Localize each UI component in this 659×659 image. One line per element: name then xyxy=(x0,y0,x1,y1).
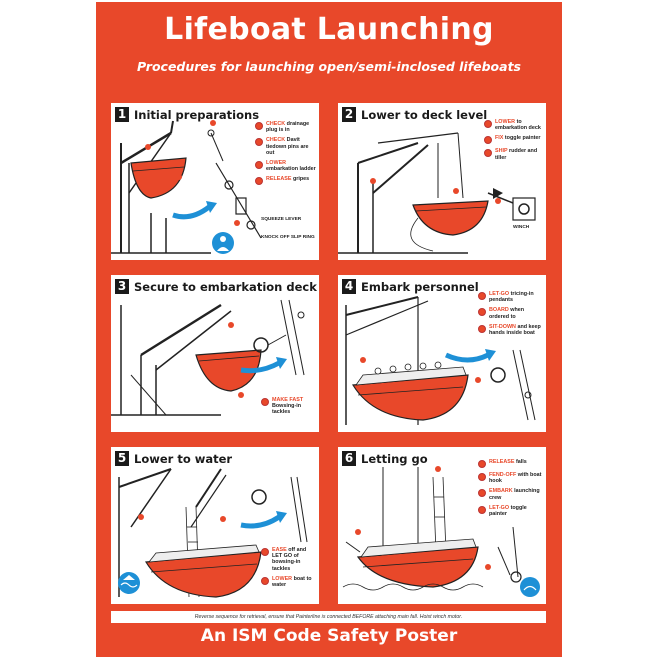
step-item: FEND-OFF with boat hook xyxy=(478,472,544,484)
step-marker-icon xyxy=(255,161,263,170)
poster-subtitle: Procedures for launching open/semi-inclo… xyxy=(137,59,521,74)
step-item: LOWER boat to water xyxy=(261,576,317,588)
step-item: LOWER to embarkation deck xyxy=(484,119,544,131)
step-item: CHECK drainage plug is in xyxy=(255,121,317,133)
safety-poster: Lifeboat Launching Procedures for launch… xyxy=(96,2,562,657)
panel-embark-personnel: 4 Embark personnel LET-GO tricing-in pen… xyxy=(338,275,546,432)
step-item: EASE off and LET GO of bowsing-in tackle… xyxy=(261,547,317,572)
step-marker-icon xyxy=(484,149,492,158)
step-list: LOWER to embarkation deck FIX toggle pai… xyxy=(484,119,544,165)
step-list: LET-GO tricing-in pendants BOARD when or… xyxy=(478,291,544,340)
step-marker-icon xyxy=(255,122,263,130)
step-list: CHECK drainage plug is in CHECK Davit ti… xyxy=(255,121,317,189)
step-list: RELEASE falls FEND-OFF with boat hook EM… xyxy=(478,459,544,521)
step-item: MAKE FAST Bowsing-in tackles xyxy=(261,397,317,416)
poster-title: Lifeboat Launching xyxy=(164,12,494,47)
panel-letting-go: 6 Letting go RELEASE falls FEND-OFF with… xyxy=(338,447,546,604)
step-marker-icon xyxy=(478,505,486,514)
retrieval-footnote: Reverse sequence for retrieval, ensure t… xyxy=(111,611,546,623)
step-item: RELEASE falls xyxy=(478,459,544,468)
embarking-illustration xyxy=(345,296,536,425)
panel-number: 2 xyxy=(342,107,356,122)
panel-initial-preparations: 1 Initial preparations CHECK drainage pl… xyxy=(111,103,319,260)
step-item: LOWER embarkation ladder xyxy=(255,160,317,172)
letting-go-illustration xyxy=(342,466,540,597)
step-marker-icon xyxy=(255,138,263,147)
lowering-to-water-illustration xyxy=(118,468,308,598)
knock-off-slip-ring-label: KNOCK OFF SLIP RING xyxy=(261,235,315,240)
step-marker-icon xyxy=(478,489,486,498)
step-marker-icon xyxy=(261,576,269,585)
panel-lower-to-water: 5 Lower to water EASE off and LET GO of … xyxy=(111,447,319,604)
step-marker-icon xyxy=(478,473,486,481)
panel-secure-embarkation: 3 Secure to embarkation deck MAKE FAST B… xyxy=(111,275,319,432)
step-marker-icon xyxy=(484,120,492,128)
panel-number: 6 xyxy=(342,451,356,466)
squeeze-lever-label: SQUEEZE LEVER xyxy=(261,217,302,222)
step-marker-icon xyxy=(261,548,269,556)
davit-lowering-illustration xyxy=(338,132,536,254)
panel-number: 3 xyxy=(115,279,129,294)
winch-label: WINCH xyxy=(513,225,530,230)
panel-title: Lower to deck level xyxy=(361,107,488,122)
panel-title: Secure to embarkation deck xyxy=(134,279,317,294)
step-item: SHIP rudder and tiller xyxy=(484,148,544,161)
step-list: MAKE FAST Bowsing-in tackles xyxy=(261,397,317,420)
step-item: LET-GO toggle painter xyxy=(478,505,544,517)
panel-title: Letting go xyxy=(361,451,428,466)
panel-number: 1 xyxy=(115,107,129,122)
step-marker-icon xyxy=(478,292,486,300)
step-marker-icon xyxy=(478,460,486,468)
panel-title: Embark personnel xyxy=(361,279,479,294)
davit-illustration xyxy=(111,120,262,254)
step-item: EMBARK launching crew xyxy=(478,488,544,501)
panel-title: Lower to water xyxy=(134,451,233,466)
embarkation-deck-illustration xyxy=(111,299,305,416)
step-item: SIT-DOWN and keep hands inside boat xyxy=(478,324,544,336)
panel-number: 4 xyxy=(342,279,356,294)
step-item: RELEASE gripes xyxy=(255,176,317,186)
panel-title: Initial preparations xyxy=(134,107,260,122)
panel-lower-to-deck: 2 Lower to deck level LOWER to embarkati… xyxy=(338,103,546,260)
step-marker-icon xyxy=(261,398,269,406)
step-item: BOARD when ordered to xyxy=(478,307,544,320)
step-list: EASE off and LET GO of bowsing-in tackle… xyxy=(261,547,317,592)
step-marker-icon xyxy=(255,177,263,186)
step-item: FIX toggle painter xyxy=(484,135,544,145)
panel-number: 5 xyxy=(115,451,129,466)
step-item: LET-GO tricing-in pendants xyxy=(478,291,544,303)
step-item: CHECK Davit tiedown pins are out xyxy=(255,137,317,156)
step-marker-icon xyxy=(478,308,486,317)
step-marker-icon xyxy=(478,324,486,333)
poster-footer: An ISM Code Safety Poster xyxy=(200,626,458,646)
step-marker-icon xyxy=(484,136,492,145)
